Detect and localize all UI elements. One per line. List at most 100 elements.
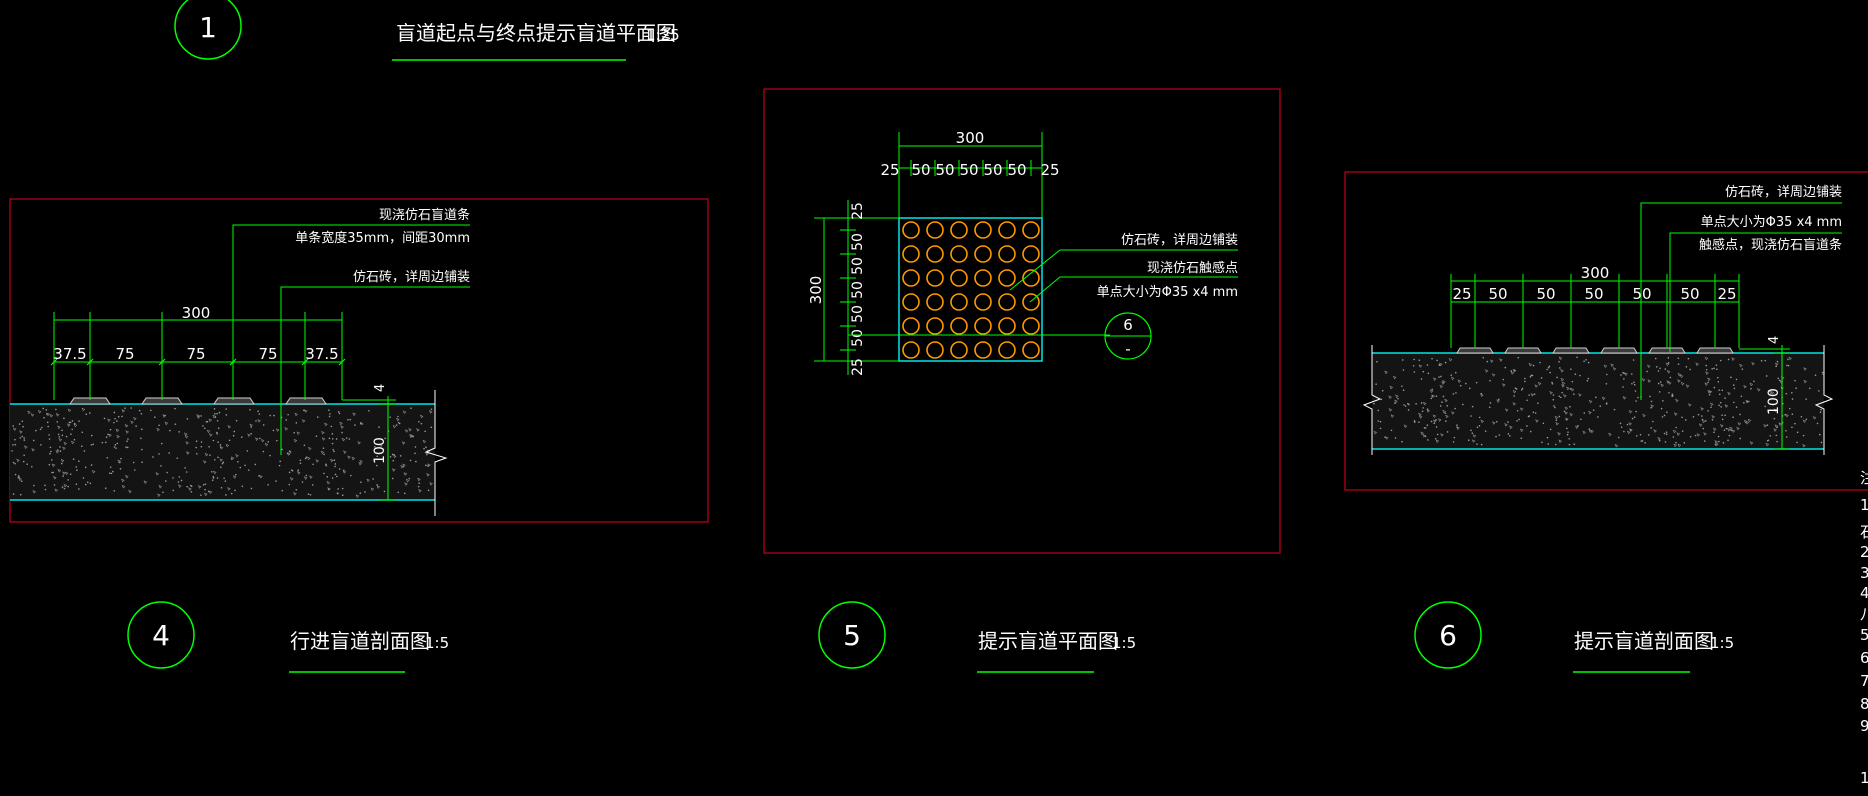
aggregate-hatch: [11, 407, 433, 498]
leader-1: [232, 224, 470, 400]
edge-note: 3: [1860, 564, 1868, 582]
dim-seg-4: 75: [258, 345, 277, 363]
tactile-dot: [1456, 347, 1494, 354]
tactile-dot: [974, 293, 992, 311]
drawing-title: 提示盲道剖面图: [1574, 629, 1714, 653]
dim-seg-1: 37.5: [53, 345, 86, 363]
dim-total-left: 300: [807, 276, 825, 305]
tactile-dot: [998, 245, 1016, 263]
note-dot-type: 触感点，现浇仿石盲道条: [1699, 237, 1842, 253]
break-line: [424, 390, 448, 516]
edge-note: 石: [1860, 523, 1868, 541]
dim-ticks-left: [840, 217, 856, 362]
break-line-left: [1362, 345, 1382, 455]
edge-note: 5: [1860, 626, 1868, 644]
note-dot-type: 现浇仿石触感点: [1147, 260, 1238, 276]
tactile-dot: [974, 269, 992, 287]
tactile-dot: [998, 293, 1016, 311]
tactile-dot: [926, 293, 944, 311]
detail-number: 4: [152, 619, 170, 652]
dim-seg-5: 37.5: [305, 345, 338, 363]
dim-seg-5: 50: [1632, 285, 1651, 303]
dim-height: 100: [372, 437, 388, 464]
edge-notes: 注 1 石 2 3 4 八 5 6 7 8 9 1: [1860, 469, 1868, 787]
tactile-dot: [974, 221, 992, 239]
warning-dots-section: [1456, 347, 1734, 354]
dim-seg-3: 75: [186, 345, 205, 363]
dim-top-5: 50: [983, 161, 1002, 179]
leader-1: [1640, 202, 1842, 400]
tactile-dot: [950, 341, 968, 359]
dim-seg-2: 50: [1488, 285, 1507, 303]
detail-number: 5: [843, 619, 861, 652]
dim-top-1: 25: [880, 161, 899, 179]
tactile-dot: [950, 221, 968, 239]
tactile-dot: [1022, 293, 1040, 311]
edge-note: 9: [1860, 717, 1868, 735]
dim-top-7: 25: [1040, 161, 1059, 179]
dim-height: 100: [1766, 388, 1782, 415]
edge-note: 2: [1860, 543, 1868, 561]
title-block-1: 1 盲道起点与终点提示盲道平面图 1:25: [174, 0, 680, 61]
tactile-dot: [1022, 341, 1040, 359]
aggregate-hatch: [1373, 356, 1826, 448]
dim-left-3: 50: [850, 257, 866, 275]
dim-ticks: [1450, 274, 1740, 348]
dim-seg-3: 50: [1536, 285, 1555, 303]
drawing-title: 盲道起点与终点提示盲道平面图: [396, 21, 676, 45]
tactile-dot: [998, 221, 1016, 239]
dim-seg-4: 50: [1584, 285, 1603, 303]
concrete-slab: [10, 404, 435, 500]
tactile-dot: [902, 245, 920, 263]
edge-note: 8: [1860, 695, 1868, 713]
drawing-scale: 1:5: [425, 634, 449, 652]
tactile-dot: [902, 269, 920, 287]
dim-left-2: 50: [850, 233, 866, 251]
tactile-dot: [950, 317, 968, 335]
tactile-dot: [926, 341, 944, 359]
tactile-dot: [1022, 269, 1040, 287]
tactile-dot: [950, 245, 968, 263]
tactile-dot: [1022, 221, 1040, 239]
detail-number: 1: [199, 11, 217, 44]
note-bar-size: 单条宽度35mm，间距30mm: [295, 230, 470, 246]
title-block-4: 4 行进盲道剖面图 1:5: [127, 601, 449, 673]
guide-bar: [141, 397, 183, 405]
drawing-scale: 1:5: [1710, 634, 1734, 652]
dim-left-7: 25: [850, 358, 866, 376]
guide-bar: [213, 397, 255, 405]
tactile-dot: [1696, 347, 1734, 354]
leader-2: [1669, 232, 1842, 352]
section-4-detail: 300 37.5 75 75 75 37.5 4 100 现浇仿石盲道条 单条宽…: [9, 198, 709, 523]
break-line-right: [1814, 345, 1834, 455]
dim-seg-1: 25: [1452, 285, 1471, 303]
drawing-title: 提示盲道平面图: [978, 629, 1118, 653]
tactile-dot: [998, 341, 1016, 359]
tactile-dot: [1648, 347, 1686, 354]
tactile-dot: [974, 245, 992, 263]
concrete-slab: [1372, 353, 1824, 449]
tactile-dot: [974, 317, 992, 335]
tactile-dot: [926, 269, 944, 287]
dim-top-3: 50: [935, 161, 954, 179]
detail-number: 6: [1439, 619, 1457, 652]
tile-outline: [898, 217, 1043, 362]
note-paver: 仿石砖，详周边铺装: [1121, 233, 1238, 248]
note-dot-size: 单点大小为Φ35 x4 mm: [1097, 285, 1238, 300]
tactile-dot: [998, 317, 1016, 335]
tactile-dot: [902, 293, 920, 311]
section-callout-sheet: -: [1125, 340, 1130, 358]
edge-note: 1: [1860, 769, 1868, 787]
dim-top-6: 50: [1007, 161, 1026, 179]
section-6-detail: 300 25 50 50 50 50 50 25 4 100 仿石砖，详周边铺装…: [1344, 171, 1868, 491]
dim-total-top: 300: [956, 129, 985, 147]
note-bar-type: 现浇仿石盲道条: [379, 207, 470, 223]
edge-note: 1: [1860, 496, 1868, 514]
note-dot-size: 单点大小为Φ35 x4 mm: [1701, 215, 1842, 230]
tactile-dot: [1552, 347, 1590, 354]
tactile-dot: [950, 293, 968, 311]
tactile-dot: [998, 269, 1016, 287]
tactile-dot: [926, 317, 944, 335]
tactile-dot: [1022, 317, 1040, 335]
